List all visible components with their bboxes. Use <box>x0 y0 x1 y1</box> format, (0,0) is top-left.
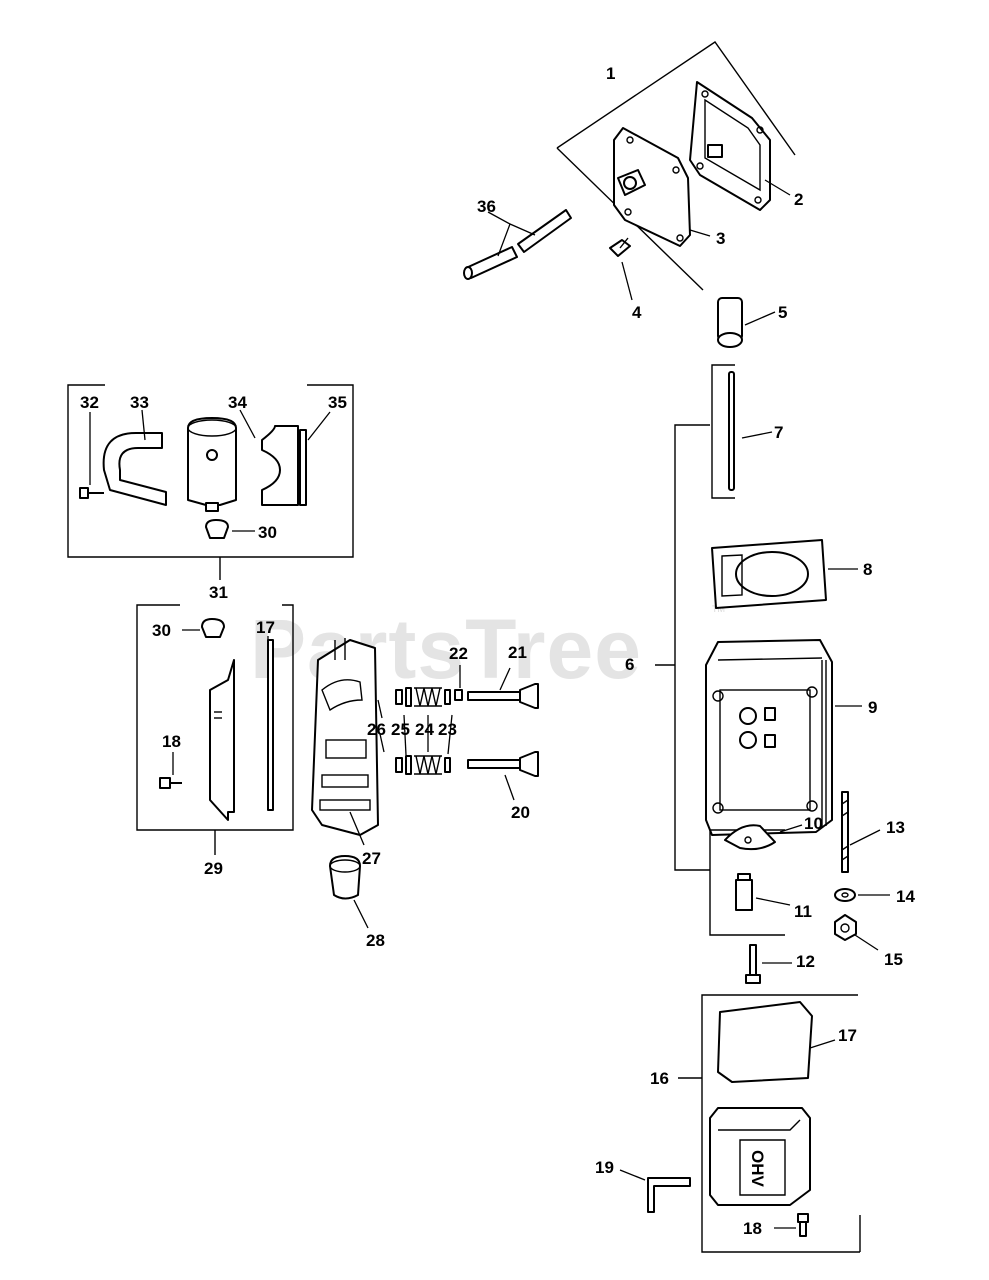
valve-guide-part[interactable] <box>329 855 369 929</box>
group-6-bracket <box>674 424 710 871</box>
guide-plate-part[interactable] <box>834 888 890 902</box>
callout-26[interactable]: 26 <box>367 720 386 739</box>
gasket-strip-part[interactable] <box>267 636 274 811</box>
grommet-part[interactable] <box>205 519 255 539</box>
callout-9[interactable]: 9 <box>868 698 877 717</box>
callout-15[interactable]: 15 <box>884 950 903 969</box>
group-31-box <box>67 384 354 558</box>
valve-keepers-upper[interactable] <box>377 689 403 719</box>
callout-17-left[interactable]: 17 <box>256 618 275 637</box>
push-rod-box <box>711 364 735 499</box>
callout-30-upper[interactable]: 30 <box>258 523 277 542</box>
watermark-trademark: TM <box>712 604 725 614</box>
ohv-emblem-text: OHV <box>748 1150 767 1188</box>
callout-27[interactable]: 27 <box>362 849 381 868</box>
breather-cover-part[interactable] <box>689 81 771 211</box>
valve-spring-upper[interactable] <box>414 687 442 707</box>
exhaust-valve-part[interactable] <box>467 751 539 801</box>
callout-23[interactable]: 23 <box>438 720 457 739</box>
callout-5[interactable]: 5 <box>778 303 787 322</box>
lifter-part[interactable] <box>717 297 776 348</box>
callout-3[interactable]: 3 <box>716 229 725 248</box>
callout-25[interactable]: 25 <box>391 720 410 739</box>
callout-4[interactable]: 4 <box>632 303 642 322</box>
cylinder-head-side-part[interactable] <box>311 638 379 846</box>
rocker-stud-part[interactable] <box>841 791 881 873</box>
callout-1[interactable]: 1 <box>606 64 615 83</box>
spring-seat-lower[interactable] <box>444 714 453 773</box>
callout-11[interactable]: 11 <box>794 902 812 921</box>
cover-bolt-part[interactable] <box>774 1213 809 1237</box>
cylinder-head-part[interactable] <box>705 639 862 836</box>
callout-34[interactable]: 34 <box>228 393 247 412</box>
group-16-box <box>701 994 860 1253</box>
rocker-pivot-part[interactable] <box>735 873 791 911</box>
callout-32[interactable]: 32 <box>80 393 99 412</box>
callout-18-left[interactable]: 18 <box>162 732 181 751</box>
callout-8[interactable]: 8 <box>863 560 872 579</box>
callout-21[interactable]: 21 <box>508 643 527 662</box>
breather-plate-part[interactable] <box>209 659 235 821</box>
push-rod-part[interactable] <box>728 371 773 491</box>
callout-6[interactable]: 6 <box>625 655 634 674</box>
callout-22[interactable]: 22 <box>449 644 468 663</box>
ohv-valve-cover-part[interactable]: OHV <box>709 1107 811 1206</box>
head-gasket-part[interactable] <box>711 539 858 609</box>
intake-valve-part[interactable] <box>467 667 539 709</box>
grommet-lower-part[interactable] <box>182 618 225 638</box>
callout-36[interactable]: 36 <box>477 197 496 216</box>
callout-33[interactable]: 33 <box>130 393 149 412</box>
callout-17-right[interactable]: 17 <box>838 1026 857 1045</box>
callout-12[interactable]: 12 <box>796 952 815 971</box>
callout-35[interactable]: 35 <box>328 393 347 412</box>
head-bolt-part[interactable] <box>745 944 792 984</box>
cover-gasket-part[interactable] <box>717 1001 836 1083</box>
breather-filter-part[interactable] <box>187 417 237 512</box>
valve-cover-part[interactable] <box>613 127 691 247</box>
callout-13[interactable]: 13 <box>886 818 905 837</box>
callout-31[interactable]: 31 <box>209 583 228 602</box>
callout-2[interactable]: 2 <box>794 190 803 209</box>
rocker-arm-part[interactable] <box>724 824 803 851</box>
breather-bracket-part[interactable] <box>102 409 167 506</box>
spring-retainer-lower[interactable] <box>403 714 412 775</box>
valve-spring-lower[interactable] <box>414 715 442 775</box>
cover-screw-part[interactable] <box>609 237 631 257</box>
cover-bracket-part[interactable] <box>619 1169 691 1213</box>
callout-10[interactable]: 10 <box>804 814 823 833</box>
breather-gasket-part[interactable] <box>239 409 299 506</box>
callout-24[interactable]: 24 <box>415 720 434 739</box>
spring-seat-upper[interactable] <box>444 689 451 705</box>
plate-screw-part[interactable] <box>159 752 182 789</box>
callout-29[interactable]: 29 <box>204 859 223 878</box>
breather-screw-part[interactable] <box>79 412 104 499</box>
push-rod-tubes-part[interactable] <box>463 209 572 280</box>
callout-28[interactable]: 28 <box>366 931 385 950</box>
watermark-text: PartsTree <box>250 602 642 696</box>
callout-30-lower[interactable]: 30 <box>152 621 171 640</box>
callout-16[interactable]: 16 <box>650 1069 669 1088</box>
callout-14[interactable]: 14 <box>896 887 915 906</box>
callout-18-right[interactable]: 18 <box>743 1219 762 1238</box>
callout-20[interactable]: 20 <box>511 803 530 822</box>
valve-keepers-lower[interactable] <box>379 733 403 773</box>
callout-7[interactable]: 7 <box>774 423 783 442</box>
valve-cap-part[interactable] <box>454 665 463 701</box>
breather-seal-part[interactable] <box>299 411 331 506</box>
adjuster-nut-part[interactable] <box>834 914 879 951</box>
spring-retainer-upper[interactable] <box>405 687 412 707</box>
callout-19[interactable]: 19 <box>595 1158 614 1177</box>
